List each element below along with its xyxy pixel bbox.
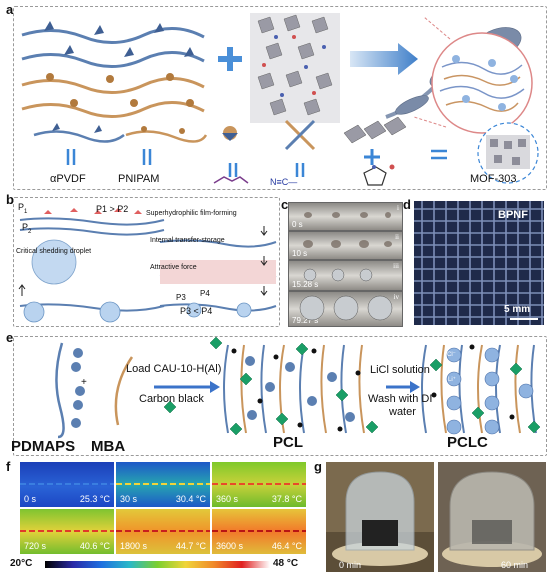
dome-time-1: 60 min [501,560,529,570]
svg-text:N≡C—: N≡C— [270,177,297,187]
pnipam-chain-illustration [21,76,205,118]
color-scale-min: 20°C [10,558,33,569]
panel-a-frame [13,6,547,190]
panel-e-illustration [55,337,541,439]
panel-a-illustration: N≡C— [21,13,539,187]
p2-label: P2 [22,222,32,235]
color-scale-max: 48 °C [273,558,299,569]
step-film-forming: Superhydrophilic film-forming [146,210,237,217]
panel-b-label: b [6,192,14,207]
panel-e-label: e [6,330,14,345]
carbon-black-label: Carbon black [139,393,204,405]
wash-label: Wash with DI [368,393,433,405]
plus-sign [218,47,242,71]
load-cau10-label: Load CAU-10-H(Al) [126,363,222,375]
panel-b-frame [13,197,280,327]
pcl-label: PCL [273,434,303,451]
panel-g-label: g [314,459,322,474]
licl-label: LiCl solution [370,364,430,376]
plus-sign-e: + [81,377,87,388]
linker-illustration [343,116,407,186]
apvdf-label: αPVDF [50,173,86,185]
p1-gt-p2-relation: P1 > P2 [96,204,129,214]
monomer-icons: N≡C— [213,119,316,187]
p3-label: P3 [176,293,186,302]
panel-d-label: d [403,197,411,212]
p3-lt-p4-relation: P3 < P4 [180,306,213,316]
ion-cl-marker: Cl⁻ [447,352,456,358]
bpnf-tag: BPNF [498,209,528,221]
thermal-fiber-lines [20,483,306,532]
process-arrow [350,43,418,75]
mof-303-label: MOF-303 [470,173,517,185]
p1-label: P1 [18,202,28,215]
pvdf-chain-illustration [21,26,205,68]
zoom-network-illustration [413,16,533,146]
pnipam-label: PNIPAM [118,173,160,185]
pdmaps-label: PDMAPS [11,438,76,455]
step-transfer-storage: Internal transfer-storage [150,237,225,244]
droplet-marks [299,212,393,321]
pclc-label: PCLC [447,434,488,451]
bpnf-fabric-photo [414,201,544,325]
p4-label: P4 [200,289,210,298]
panel-c-label: c [281,197,289,212]
panel-e-frame [13,336,547,456]
water-label: water [389,406,416,418]
dome-time-0: 0 min [339,560,362,570]
mba-label: MBA [91,438,126,455]
critical-droplet-label: Critical shedding droplet [16,248,92,255]
step-attractive-force: Attractive force [150,264,197,271]
panel-b-illustration [18,208,277,323]
humidity-dome-photos [326,462,546,572]
scale-bar-label: 5 mm [504,304,531,315]
ion-li-marker: Li⁺ [448,377,456,383]
mof-crystal-illustration [250,13,340,123]
panel-a-label: a [6,2,14,17]
panel-f-label: f [6,459,11,474]
color-scale-bar [45,561,270,568]
